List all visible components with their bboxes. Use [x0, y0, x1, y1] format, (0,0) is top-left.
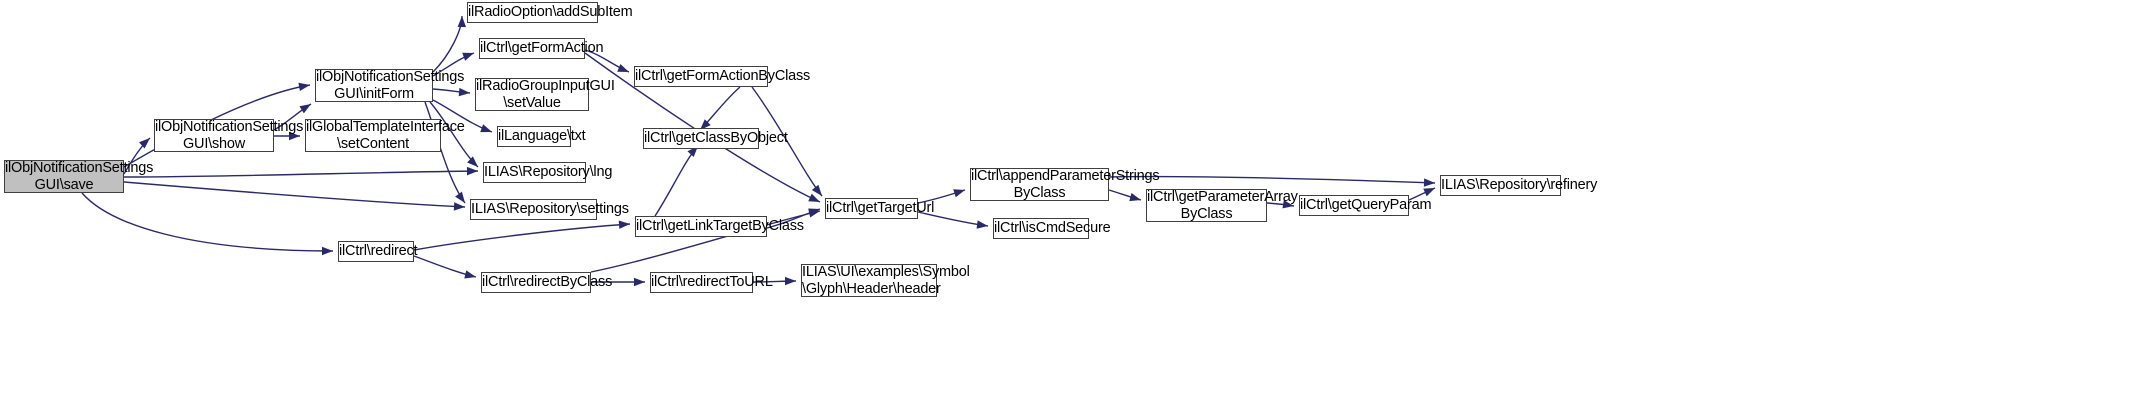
graph-node-getTargetUrl[interactable]: ilCtrl\getTargetUrl: [825, 198, 935, 219]
graph-node-label: ilObjNotificationSettings GUI\initForm: [316, 68, 465, 102]
edge-arrowhead: [298, 82, 310, 91]
graph-node-save[interactable]: ilObjNotificationSettings GUI\save: [4, 159, 154, 193]
graph-node-label: ILIAS\Repository\settings: [471, 201, 629, 218]
graph-node-getFormAction[interactable]: ilCtrl\getFormAction: [479, 38, 604, 59]
graph-node-glyphHeader[interactable]: ILIAS\UI\examples\Symbol \Glyph\Header\h…: [801, 263, 970, 297]
edge-arrowhead: [464, 270, 476, 279]
edge-arrowhead: [455, 191, 465, 203]
graph-edge-initForm-to-setValue: [432, 87, 471, 97]
graph-node-label: ilCtrl\redirect: [339, 243, 418, 260]
graph-node-isCmdSecure[interactable]: ilCtrl\isCmdSecure: [993, 218, 1111, 239]
edge-arrowhead: [634, 277, 645, 287]
graph-node-classByObject[interactable]: ilCtrl\getClassByObject: [643, 128, 788, 149]
graph-node-lng[interactable]: ILIAS\Repository\lng: [483, 162, 613, 183]
graph-node-label: ilCtrl\isCmdSecure: [994, 220, 1111, 237]
edge-arrowhead: [953, 189, 965, 198]
graph-node-label: ilRadioOption\addSubItem: [468, 4, 633, 21]
graph-node-appendParams[interactable]: ilCtrl\appendParameterStrings ByClass: [970, 167, 1160, 201]
graph-node-label: ilCtrl\getLinkTargetByClass: [636, 218, 804, 235]
edge-arrowhead: [811, 184, 822, 196]
graph-edge-linkTargetByClass-to-classByObject: [654, 145, 699, 217]
edge-arrowhead: [458, 87, 470, 97]
graph-node-redirectByClass[interactable]: ilCtrl\redirectByClass: [481, 272, 613, 293]
graph-node-paramArrayByClass[interactable]: ilCtrl\getParameterArray ByClass: [1146, 188, 1298, 222]
graph-edge-save-to-lng: [123, 166, 479, 178]
edge-arrowhead: [808, 209, 820, 218]
edge-arrowhead: [784, 276, 796, 286]
graph-node-linkTargetByClass[interactable]: ilCtrl\getLinkTargetByClass: [635, 216, 804, 237]
edge-arrowhead: [618, 220, 630, 229]
graph-node-redirect[interactable]: ilCtrl\redirect: [338, 241, 418, 262]
graph-node-label: ilObjNotificationSettings GUI\save: [5, 159, 154, 193]
graph-node-label: ilCtrl\redirectByClass: [482, 274, 613, 291]
edge-arrowhead: [1423, 188, 1435, 197]
graph-node-label: ilLanguage\txt: [498, 128, 586, 145]
graph-node-txt[interactable]: ilLanguage\txt: [497, 126, 586, 147]
edge-arrowhead: [1129, 193, 1141, 202]
graph-node-label: ilCtrl\appendParameterStrings ByClass: [971, 167, 1160, 201]
graph-edge-appendParams-to-paramArrayByClass: [1108, 189, 1142, 202]
graph-node-label: ILIAS\Repository\refinery: [1441, 177, 1598, 194]
graph-edge-redirect-to-redirectByClass: [413, 255, 477, 279]
graph-node-label: ilCtrl\getFormActionByClass: [635, 68, 811, 85]
graph-node-label: ilRadioGroupInputGUI \setValue: [476, 77, 615, 111]
graph-node-setValue[interactable]: ilRadioGroupInputGUI \setValue: [475, 77, 615, 111]
graph-node-label: ILIAS\UI\examples\Symbol \Glyph\Header\h…: [802, 263, 970, 297]
edge-arrowhead: [467, 156, 478, 167]
edge-arrowhead: [480, 124, 492, 133]
graph-node-label: ilCtrl\getTargetUrl: [826, 200, 935, 217]
graph-node-label: ilCtrl\getParameterArray ByClass: [1147, 188, 1298, 222]
edge-arrowhead: [462, 52, 474, 61]
edge-arrowhead: [299, 104, 311, 114]
graph-node-label: ilObjNotificationSettings GUI\show: [155, 118, 304, 152]
edge-arrowhead: [453, 202, 465, 211]
graph-node-label: ilCtrl\getClassByObject: [644, 130, 788, 147]
edge-arrowhead: [617, 63, 629, 72]
edge-arrowhead: [466, 166, 478, 176]
graph-node-queryParam[interactable]: ilCtrl\getQueryParam: [1299, 195, 1432, 216]
graph-node-label: ilGlobalTemplateInterface \setContent: [306, 118, 465, 152]
graph-edge-save-to-settings: [123, 181, 466, 211]
graph-node-label: ilCtrl\getQueryParam: [1300, 197, 1432, 214]
graph-edge-save-to-redirect: [81, 192, 334, 256]
graph-node-refinery[interactable]: ILIAS\Repository\refinery: [1440, 175, 1598, 196]
graph-node-setContent[interactable]: ilGlobalTemplateInterface \setContent: [305, 118, 465, 152]
graph-node-redirectToURL[interactable]: ilCtrl\redirectToURL: [650, 272, 773, 293]
graph-node-settings[interactable]: ILIAS\Repository\settings: [470, 199, 629, 220]
graph-edge-initForm-to-settings: [424, 101, 466, 204]
graph-node-formActionByClass[interactable]: ilCtrl\getFormActionByClass: [634, 66, 811, 87]
edge-arrowhead: [976, 220, 988, 229]
graph-node-show[interactable]: ilObjNotificationSettings GUI\show: [154, 118, 304, 152]
graph-node-label: ilCtrl\redirectToURL: [651, 274, 773, 291]
edge-arrowhead: [1423, 178, 1435, 187]
edge-arrowhead: [321, 246, 333, 256]
graph-node-addSubItem[interactable]: ilRadioOption\addSubItem: [467, 2, 633, 23]
edge-arrowhead: [808, 208, 820, 217]
edge-arrowhead: [808, 193, 820, 202]
graph-edge-initForm-to-addSubItem: [432, 15, 467, 73]
graph-node-label: ilCtrl\getFormAction: [480, 40, 604, 57]
graph-node-initForm[interactable]: ilObjNotificationSettings GUI\initForm: [315, 68, 465, 102]
edge-arrowhead: [139, 138, 150, 149]
graph-edge-formActionByClass-to-classByObject: [699, 86, 741, 131]
graph-edge-redirect-to-linkTargetByClass: [413, 220, 631, 251]
graph-node-label: ILIAS\Repository\lng: [484, 164, 613, 181]
